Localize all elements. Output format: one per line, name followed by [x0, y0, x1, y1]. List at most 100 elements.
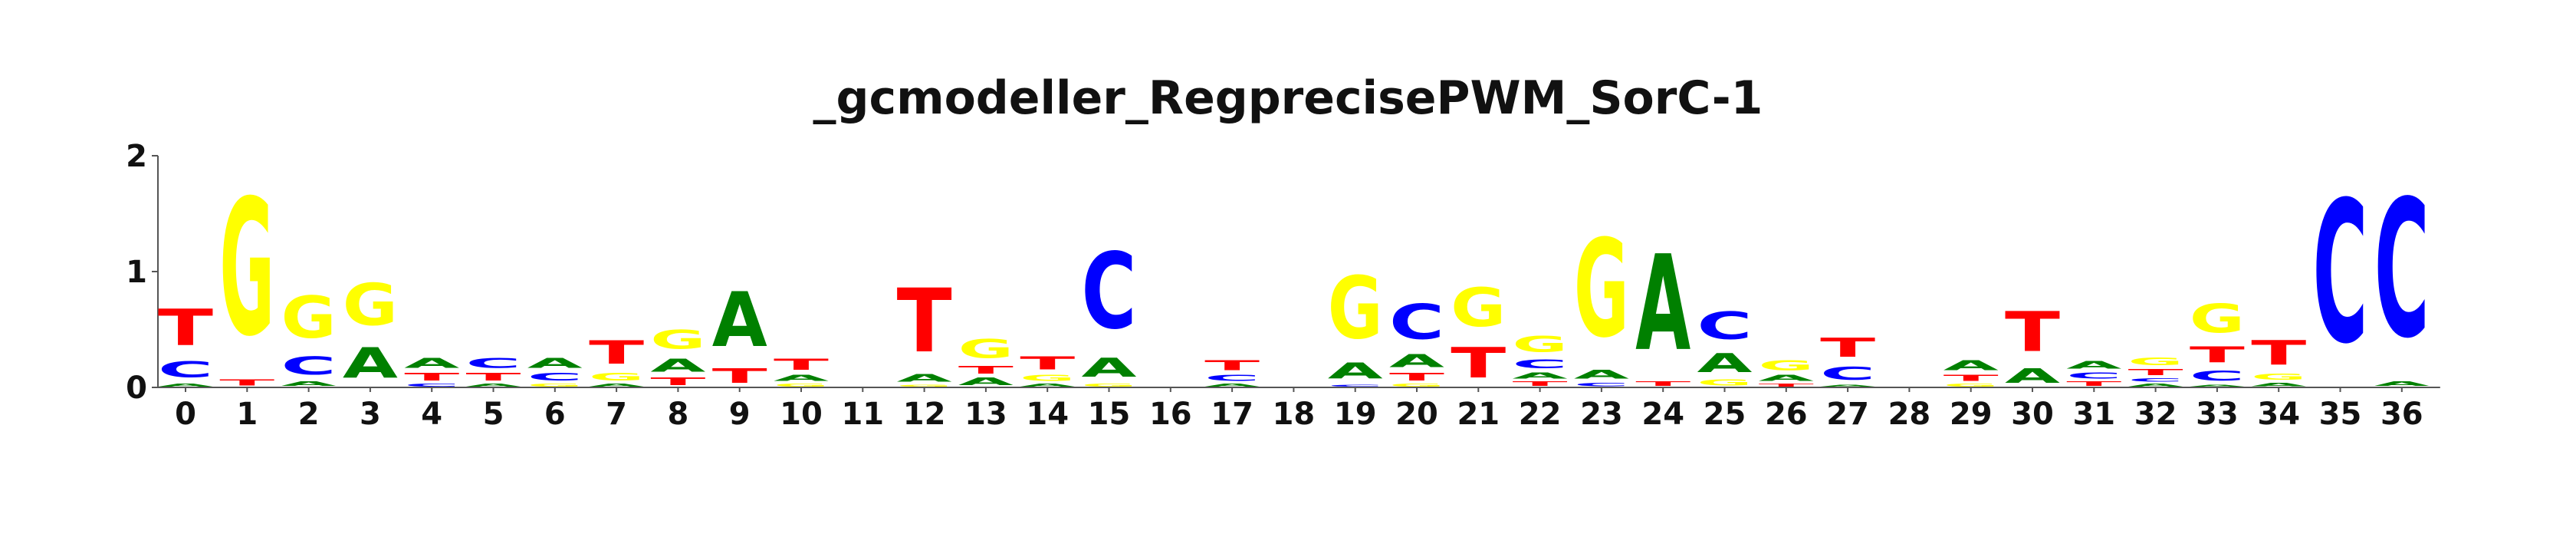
x-tick-label: 34 [2257, 397, 2300, 432]
x-tick-label: 15 [1088, 397, 1131, 432]
logo-letter-G: G [774, 383, 829, 387]
x-tick-label: 9 [729, 397, 751, 432]
x-tick-label: 2 [298, 397, 320, 432]
x-tick-label: 18 [1273, 397, 1316, 432]
logo-letter-A: A [2190, 384, 2245, 387]
logo-letter-G: G [1389, 383, 1444, 387]
logo-letter-C: C [1082, 231, 1137, 352]
logo-letter-A: A [2066, 360, 2122, 371]
logo-letter-A: A [1635, 228, 1691, 381]
x-tick-label: 6 [544, 397, 566, 432]
x-tick-label: 36 [2380, 397, 2423, 432]
x-tick-label: 22 [1519, 397, 1562, 432]
logo-letter-G: G [1082, 383, 1137, 387]
logo-letter-C: C [404, 383, 459, 387]
logo-letter-A: A [343, 338, 398, 387]
y-tick-label: 1 [126, 255, 147, 290]
x-tick-label: 12 [903, 397, 946, 432]
logo-letter-A: A [2005, 364, 2060, 387]
logo-letter-G: G [219, 161, 274, 378]
logo-letter-C: C [1574, 381, 1629, 387]
x-tick-label: 25 [1704, 397, 1746, 432]
logo-letter-T: T [466, 371, 521, 383]
logo-letter-A: A [1513, 371, 1568, 381]
logo-letter-T: T [1389, 371, 1444, 383]
logo-letter-A: A [774, 374, 829, 383]
logo-letter-T: T [1451, 338, 1506, 387]
logo-letter-C: C [2128, 377, 2183, 383]
logo-letter-A: A [1020, 383, 1075, 387]
x-tick-label: 10 [780, 397, 823, 432]
logo-letter-G: G [2251, 372, 2306, 381]
logo-letter-T: T [1944, 374, 1999, 383]
logo-letter-A: A [712, 276, 767, 364]
x-tick-label: 8 [667, 397, 688, 432]
logo-letter-A: A [281, 381, 337, 387]
logo-letter-G: G [897, 384, 952, 387]
axes [157, 156, 2440, 388]
logo-letter-T: T [2190, 342, 2245, 367]
logo-letter-T: T [1513, 381, 1568, 387]
logo-letter-C: C [281, 351, 337, 381]
logo-letter-C: C [158, 357, 213, 383]
logo-letter-G: G [650, 325, 705, 355]
x-tick-label: 23 [1580, 397, 1623, 432]
logo-letter-C: C [1389, 295, 1444, 351]
logo-letter-G: G [1697, 378, 1753, 387]
logo-letter-A: A [2251, 381, 2306, 387]
x-tick-label: 26 [1765, 397, 1808, 432]
logo-letter-T: T [2251, 333, 2306, 372]
x-tick-label: 17 [1211, 397, 1254, 432]
x-tick-label: 0 [175, 397, 196, 432]
logo-letter-A: A [404, 355, 459, 371]
logo-letter-A: A [897, 372, 953, 384]
logo-letter-G: G [527, 383, 583, 387]
logo-letter-G: G [281, 285, 337, 351]
x-tick-label: 11 [841, 397, 884, 432]
logo-letter-A: A [1820, 384, 1875, 387]
x-tick-label: 4 [421, 397, 442, 432]
logo-letter-T: T [774, 356, 829, 374]
x-tick-label: 28 [1888, 397, 1931, 432]
logo-letter-C: C [466, 355, 521, 371]
y-tick-label: 2 [126, 139, 147, 174]
logo-letter-T: T [1759, 383, 1814, 387]
x-tick-label: 35 [2319, 397, 2362, 432]
logo-letter-G: G [1328, 259, 1383, 358]
logo-letter-T: T [712, 364, 767, 387]
logo-letter-T: T [650, 376, 705, 387]
x-tick-label: 24 [1641, 397, 1684, 432]
x-tick-label: 31 [2072, 397, 2115, 432]
logo-letter-C: C [2374, 161, 2430, 381]
logo-letter-A: A [1204, 383, 1260, 387]
y-tick-label: 0 [126, 371, 147, 406]
x-tick-label: 30 [2011, 397, 2054, 432]
logo-letter-A: A [466, 383, 521, 387]
logo-letter-T: T [158, 299, 213, 357]
logo-letter-T: T [1820, 333, 1876, 363]
x-tick-label: 29 [1950, 397, 1993, 432]
x-tick-label: 27 [1826, 397, 1869, 432]
y-tick-labels: 0 1 2 [126, 139, 158, 406]
logo-letter-C: C [1204, 374, 1260, 383]
logo-letter-T: T [2066, 381, 2121, 387]
logo-letter-T: T [1635, 381, 1691, 387]
logo-letter-G: G [589, 371, 644, 383]
logo-letter-A: A [958, 376, 1014, 387]
logo-letter-A: A [1328, 359, 1383, 384]
logo-letter-G: G [1574, 212, 1629, 368]
logo-letter-C: C [1697, 305, 1753, 348]
logo-letter-G: G [2128, 356, 2183, 367]
logo-letter-C: C [1820, 363, 1875, 384]
logo-letter-C: C [1328, 384, 1383, 387]
x-tick-label: 14 [1026, 397, 1069, 432]
x-tick-label: 13 [964, 397, 1007, 432]
logo-letter-G: G [1020, 374, 1075, 383]
letter-stacks: ACTTGACGAGCTAATCGCAAGTTAGTAGATGATATGAGTG… [158, 160, 2430, 387]
logo-letter-G: G [343, 272, 398, 339]
logo-letter-T: T [589, 334, 644, 371]
logo-letter-A: A [527, 355, 583, 371]
x-tick-label: 20 [1395, 397, 1438, 432]
